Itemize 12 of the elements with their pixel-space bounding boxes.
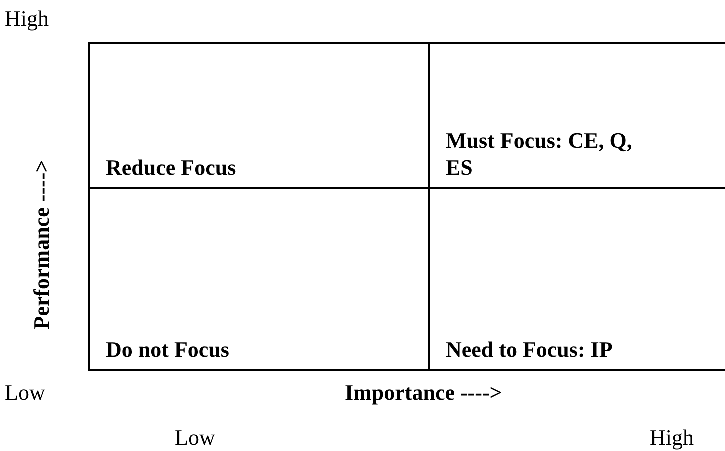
quadrant-label: Must Focus: CE, Q, ES	[446, 127, 634, 181]
quadrant-label: Do not Focus	[106, 336, 230, 363]
quadrant-cell	[88, 42, 430, 189]
axis-end-label: High	[650, 425, 694, 451]
axis-end-label: High	[5, 6, 49, 32]
axis-end-label: Low	[5, 380, 46, 406]
quadrant-cell	[88, 187, 430, 371]
quadrant-label: Reduce Focus	[106, 154, 238, 181]
axis-title: Importance ---->	[345, 380, 502, 406]
axis-end-label: Low	[175, 425, 216, 451]
quadrant-label: Need to Focus: IP	[446, 336, 614, 363]
axis-title: Performance ---->	[28, 160, 55, 330]
